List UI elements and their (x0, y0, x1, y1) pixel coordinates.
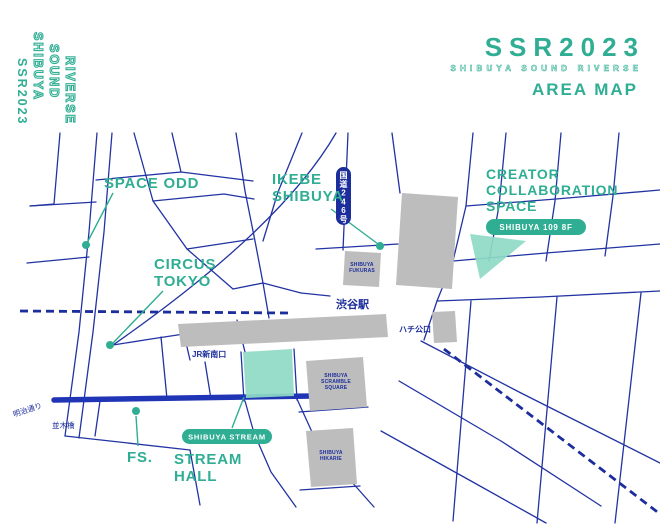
street (112, 132, 337, 346)
street (112, 333, 185, 346)
label-fukuras-line2: FUKURAS (349, 268, 375, 274)
street (398, 380, 602, 507)
railway-segment-southeast (443, 347, 660, 516)
label-namikibashi: 並木橋 (52, 420, 75, 430)
map-title: AREA MAP (531, 80, 638, 99)
label-space-odd: SPACE ODD (104, 175, 199, 192)
street (204, 361, 212, 400)
label-stream-hall-line1: STREAM (174, 451, 242, 468)
buildings (178, 193, 458, 487)
street (152, 193, 255, 202)
street (64, 132, 98, 437)
logo-shibuya-vertical: SHIBUYA (30, 31, 45, 102)
badge-route-246-bg (336, 167, 351, 225)
street (171, 132, 182, 173)
label-hachiko-exit: ハチ公口 (399, 325, 431, 334)
street (240, 351, 245, 402)
street (299, 485, 361, 491)
street (186, 238, 254, 250)
badge-shibuya-stream-label: SHIBUYA STREAM (188, 433, 266, 442)
street (614, 292, 642, 524)
street (133, 132, 234, 290)
street (262, 132, 303, 242)
street (315, 243, 399, 250)
street (536, 296, 558, 524)
title-block: SSR2023 SHIBUYA SOUND RIVERSE AREA MAP (450, 34, 638, 99)
marker-fs (132, 407, 140, 415)
label-jr-new-south-exit: JR新南口 (192, 349, 226, 359)
street (235, 132, 264, 284)
street (380, 430, 547, 524)
leader-circus-tokyo (112, 290, 164, 344)
label-scramble-line3: SQUARE (325, 385, 348, 391)
building-scramble-square (306, 357, 367, 411)
event-title: SSR2023 (484, 32, 645, 62)
marker-circus-tokyo (106, 341, 114, 349)
label-hikarie-line2: HIKARIE (320, 456, 342, 462)
street (232, 282, 302, 294)
badge-shibuya-109-bg (486, 219, 586, 235)
label-creator-line1: CREATOR (486, 166, 560, 182)
building-shibuya-fukuras (343, 251, 381, 287)
leader-space-odd (86, 192, 114, 244)
label-circus-line1: CIRCUS (154, 256, 216, 273)
label-scramble-line2: SCRAMBLE (321, 379, 351, 385)
street (29, 132, 61, 207)
railway-segment-west (19, 309, 289, 315)
badge-shibuya-109: SHIBUYA 109 8F (486, 219, 586, 235)
street (78, 132, 113, 439)
label-circus-line2: TOKYO (154, 273, 211, 290)
street (545, 132, 562, 262)
street (423, 300, 438, 341)
label-fs: FS. (127, 449, 153, 466)
building-shibuya-hikarie (306, 428, 357, 487)
street (604, 132, 620, 257)
label-creator-line3: SPACE (486, 198, 537, 214)
street (26, 256, 90, 264)
street (452, 300, 472, 522)
badge-shibuya-109-label: SHIBUYA 109 8F (499, 223, 572, 232)
label-fukuras-line1: SHIBUYA (350, 262, 374, 268)
street-network (26, 132, 660, 524)
building-station-band-west (178, 314, 388, 347)
street (300, 292, 331, 297)
event-subtitle: SHIBUYA SOUND RIVERSE (450, 64, 643, 74)
street (391, 132, 401, 194)
building-station-band-east (432, 311, 457, 343)
leader-fs (135, 415, 139, 447)
street (436, 290, 660, 302)
building-station-upper-block (396, 193, 458, 289)
badge-shibuya-stream-bg (182, 429, 272, 444)
label-ikebe-line1: IKEBE (272, 171, 322, 188)
street (94, 400, 101, 437)
label-creator-line2: COLLABORATION (486, 182, 618, 198)
label-stream-hall-line2: HALL (174, 468, 217, 485)
venue-area-creator-collaboration-space (470, 234, 526, 279)
label-scramble-line1: SHIBUYA (324, 373, 348, 379)
street (298, 406, 369, 413)
label-hikarie-line1: SHIBUYA (319, 450, 343, 456)
venue-area-stream-hall (243, 349, 294, 398)
street (64, 435, 191, 451)
marker-space-odd (82, 241, 90, 249)
logo-sound-vertical: SOUND (46, 43, 61, 100)
street (244, 400, 297, 508)
leader-stream-badge (231, 396, 245, 429)
marker-ikebe (376, 242, 384, 250)
street (465, 189, 660, 207)
street (160, 336, 168, 400)
railway-line (19, 309, 660, 516)
label-meiji-dori: 明治通り (12, 400, 44, 419)
street (189, 449, 201, 506)
badge-shibuya-stream: SHIBUYA STREAM (182, 429, 272, 444)
street (293, 348, 298, 401)
label-ikebe-line2: SHIBUYA (272, 188, 344, 205)
logo-ssr2023-vertical: SSR2023 (15, 58, 29, 126)
logo-riverse-vertical: RIVERSE (62, 55, 77, 125)
label-shibuya-station: 渋谷駅 (336, 297, 369, 311)
